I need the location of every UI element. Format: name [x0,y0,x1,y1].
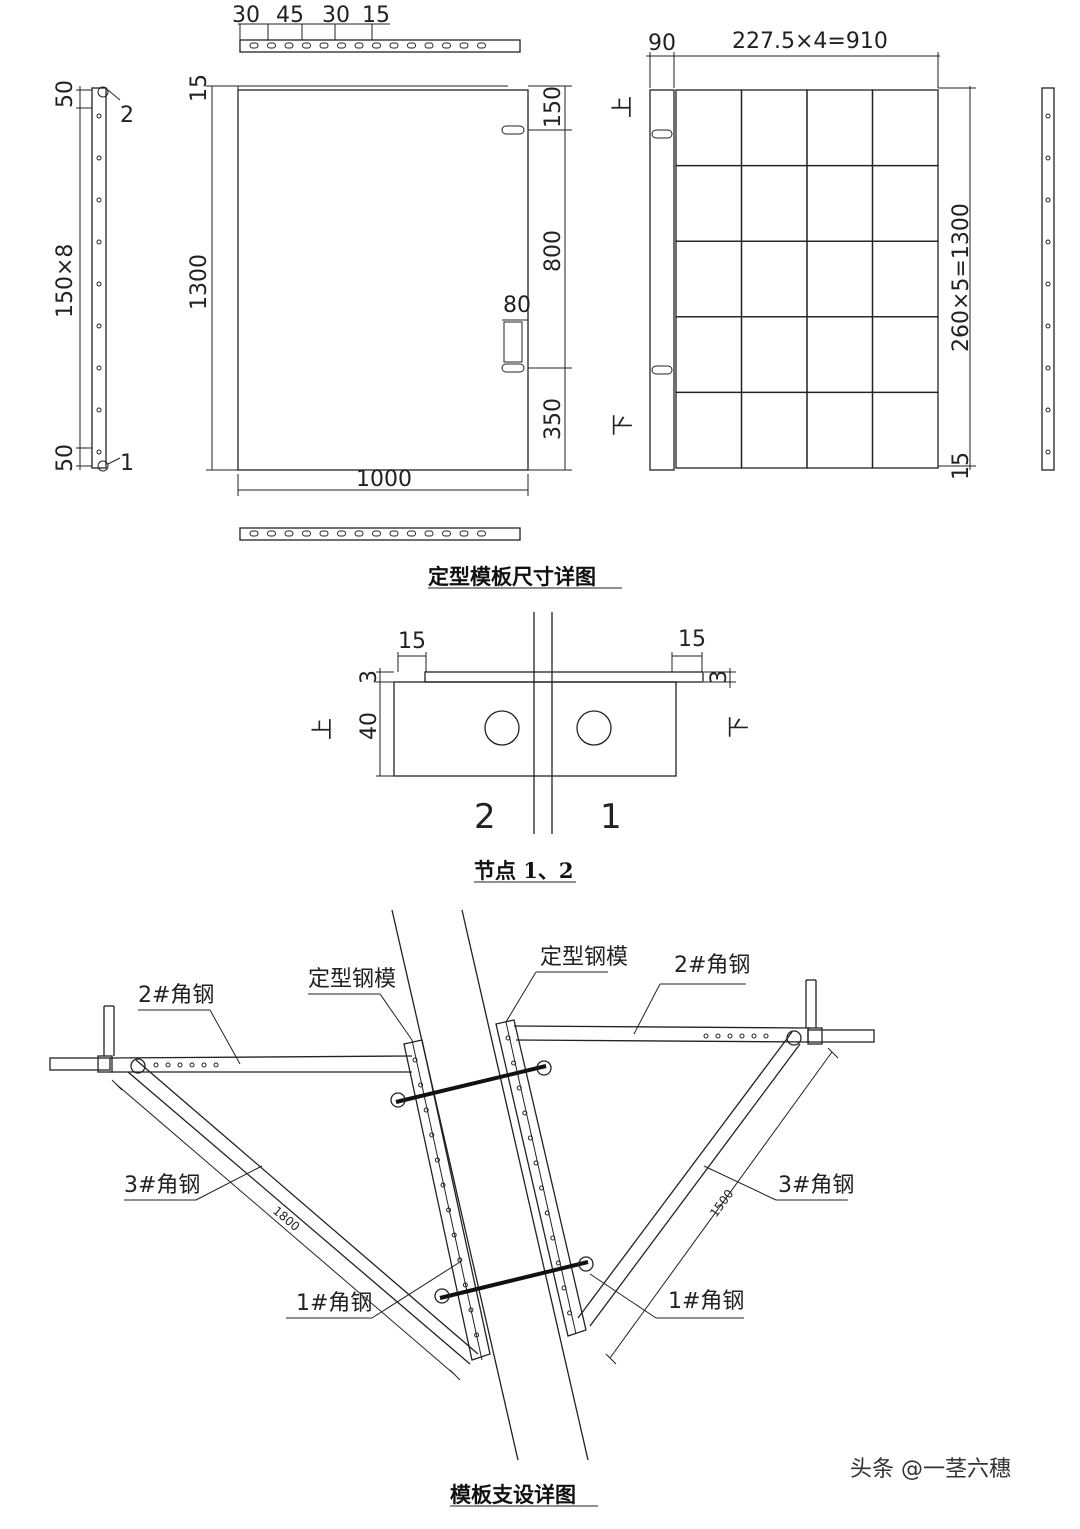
formwork-panel-front: 80 15 1300 150 800 350 1000 [187,74,572,496]
left-dim-50-bottom: 50 [53,444,78,472]
node-dim-40: 40 [357,712,382,740]
top-strip: 30 45 30 15 [232,3,521,53]
node-dim-3-left: 3 [357,670,382,684]
panel-dim-350: 350 [541,398,566,440]
grid-dim-90: 90 [648,31,676,56]
top-dim-30a: 30 [232,3,260,28]
node-label-1: 1 [120,451,134,476]
label-angle2-left: 2#角钢 [138,983,214,1008]
label-formwork-right: 定型钢模 [540,945,628,970]
node-mark-down: 下 [727,716,752,738]
node-label-1-bottom: 1 [600,797,622,837]
node-label-2-bottom: 2 [474,797,496,837]
panel-dim-1000: 1000 [356,467,412,492]
panel-dim-15: 15 [187,74,212,102]
label-angle3-right: 3#角钢 [778,1173,854,1198]
node-detail: 15 15 3 3 40 上 下 2 1 [311,612,752,837]
caption-support: 模板支设详图 [450,1482,576,1507]
panel-dim-800: 800 [541,230,566,272]
node-dim-15-right: 15 [678,627,706,652]
panel-dim-150: 150 [541,86,566,128]
node-dim-3-right: 3 [707,670,732,684]
label-formwork-left: 定型钢模 [308,967,396,992]
node-label-2: 2 [120,103,134,128]
top-dim-45: 45 [276,3,304,28]
right-side-strip [1041,87,1055,471]
node-mark-up: 上 [311,718,336,740]
node-dim-15-left: 15 [398,629,426,654]
caption-template-size: 定型模板尺寸详图 [428,564,596,589]
grid-dim-15: 15 [949,452,974,480]
panel-dim-1300: 1300 [187,254,212,310]
support-detail: 1800 1500 2#角钢 定型钢模 定型钢模 2#角钢 3#角钢 3#角钢 … [49,909,875,1461]
grid-dim-1300: 260×5=1300 [949,203,974,352]
watermark: 头条 @一茎六穗 [850,1457,1011,1482]
label-angle3-left: 3#角钢 [124,1173,200,1198]
left-dim-50-top: 50 [53,80,78,108]
bottom-strip [239,527,521,541]
support-dim-1800: 1800 [270,1204,302,1234]
panel-slot-dim-80: 80 [503,293,531,318]
top-dim-30b: 30 [322,3,350,28]
label-angle1-right: 1#角钢 [668,1289,744,1314]
label-angle2-right: 2#角钢 [674,953,750,978]
side-mark-down: 下 [611,414,636,436]
side-mark-up: 上 [611,96,636,118]
left-side-strip: 2 1 50 150×8 50 [53,80,134,476]
label-angle1-left: 1#角钢 [296,1291,372,1316]
caption-node: 节点 1、2 [474,858,574,883]
support-dim-1500: 1500 [707,1187,736,1220]
grid-dim-910: 227.5×4=910 [732,29,888,54]
formwork-panel-grid: 90 227.5×4=910 260×5=1300 15 上 下 [611,29,976,480]
top-dim-15: 15 [362,3,390,28]
left-dim-150x8: 150×8 [53,244,78,318]
